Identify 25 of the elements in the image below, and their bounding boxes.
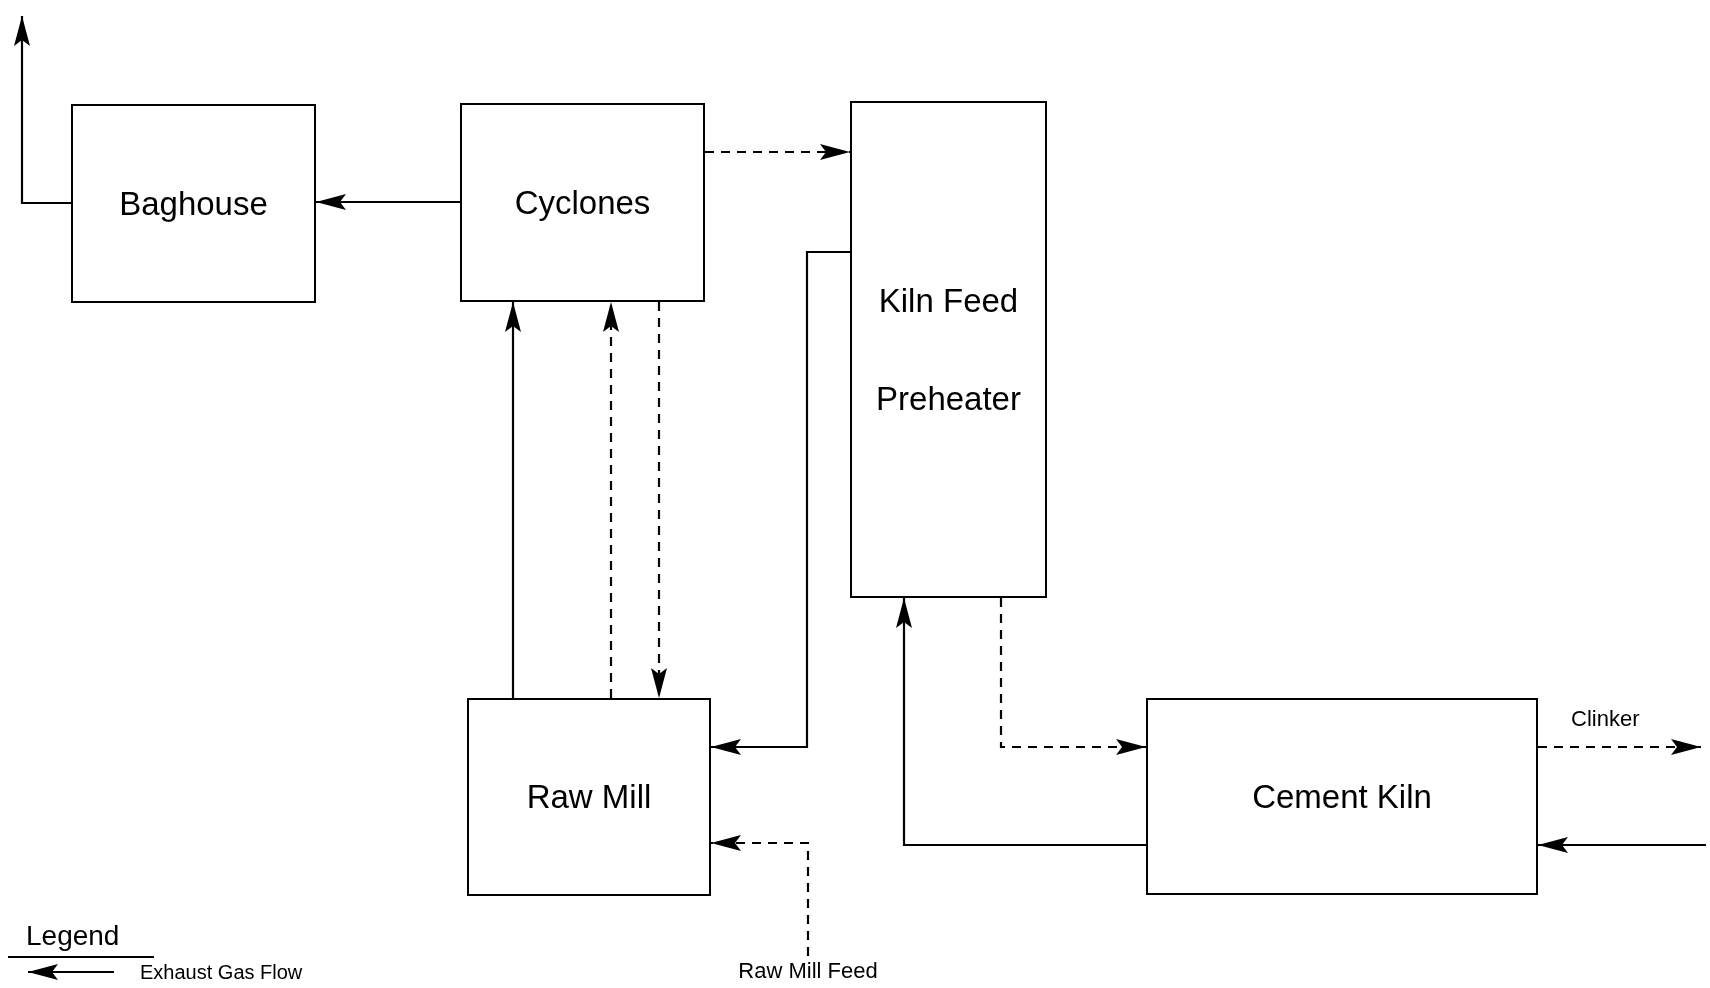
flow-arrow	[705, 144, 850, 160]
box-label: Raw Mill	[525, 777, 653, 818]
feed-label: Raw Mill Feed	[737, 956, 879, 985]
flow-arrow	[14, 16, 71, 205]
box-label: Kiln Feed Preheater	[875, 280, 1022, 419]
box-label: Cement Kiln	[1251, 776, 1433, 817]
flow-arrow	[999, 598, 1146, 755]
flow-arrow	[896, 598, 1146, 847]
flow-arrow	[711, 835, 810, 956]
process-box	[1146, 698, 1538, 895]
flow-arrow	[316, 194, 460, 210]
flow-arrow	[603, 302, 619, 698]
process-box	[467, 698, 711, 896]
process-box	[71, 104, 316, 303]
flow-arrow	[1538, 837, 1706, 853]
box-label: Cyclones	[513, 182, 652, 223]
flow-arrow	[1538, 739, 1701, 755]
flow-arrow	[711, 250, 850, 755]
process-box	[460, 103, 705, 302]
process-box	[850, 101, 1047, 598]
box-label: Baghouse	[118, 183, 269, 224]
legend-label: Exhaust Gas Flow	[140, 962, 303, 982]
flow-arrow	[651, 302, 667, 698]
flow-arrow	[505, 302, 521, 698]
legend-heading: Legend	[26, 922, 120, 950]
